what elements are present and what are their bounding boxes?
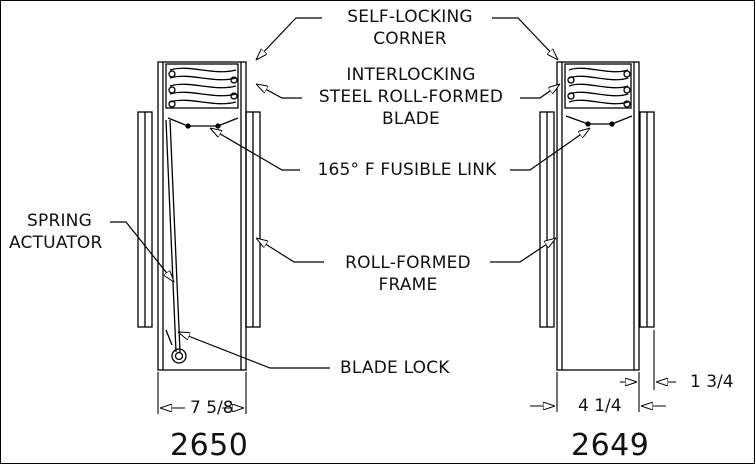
dimension-2649-side: 1 3/4 (690, 372, 734, 392)
blade-lock-label: BLADE LOCK (340, 358, 450, 378)
self-locking-corner-label: SELF-LOCKING CORNER (347, 7, 473, 49)
roll-formed-frame-label: ROLL-FORMED FRAME (345, 253, 471, 295)
dimension-lines (157, 330, 676, 414)
dimension-2649-width: 4 1/4 (578, 396, 622, 416)
model-number-2649: 2649 (571, 428, 650, 463)
interlocking-blade-label: INTERLOCKING STEEL ROLL-FORMED BLADE (318, 65, 504, 129)
dimension-2650-width: 7 5/8 (190, 398, 234, 418)
fusible-link-label: 165° F FUSIBLE LINK (317, 160, 497, 180)
damper-2650 (137, 61, 261, 371)
model-number-2650: 2650 (170, 428, 249, 463)
spring-actuator-label: SPRING ACTUATOR (9, 211, 103, 253)
damper-2649 (539, 61, 655, 371)
leader-lines (110, 17, 590, 369)
